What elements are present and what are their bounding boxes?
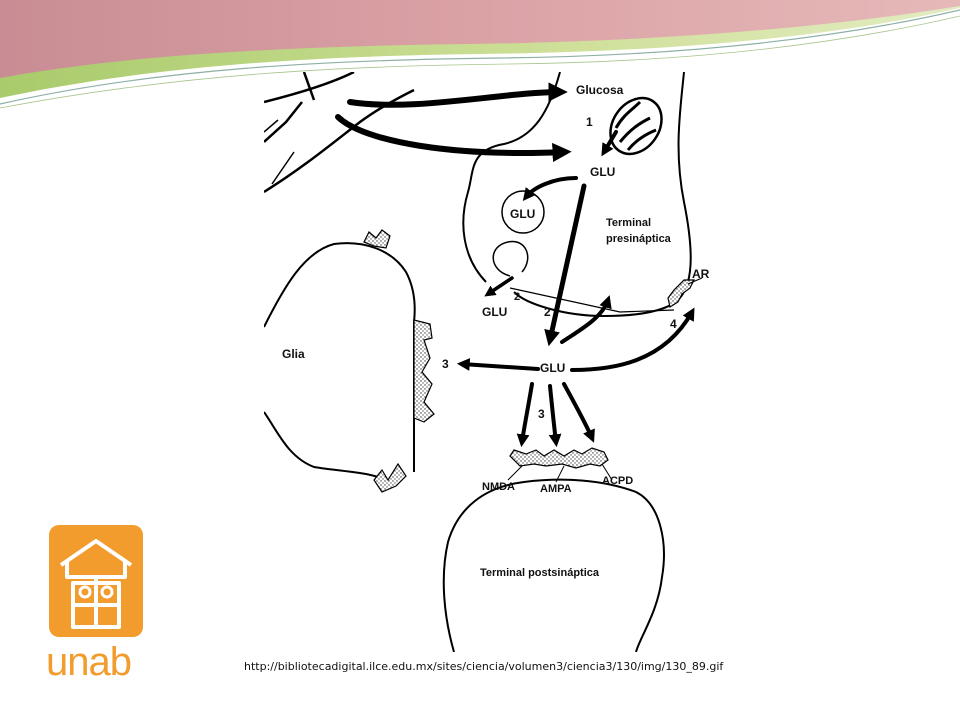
label-glia: Glia (282, 347, 305, 361)
ar-transporter (667, 279, 695, 308)
label-step-2b: 2 (544, 305, 551, 319)
transport-line (509, 287, 675, 313)
glia-transporters (363, 229, 435, 493)
receptor-leaders (507, 463, 613, 483)
label-glu-cleft: GLU (540, 361, 566, 375)
label-glucosa: Glucosa (576, 83, 624, 97)
label-step-3a: 3 (442, 357, 449, 371)
label-step-2a: 2 (514, 291, 521, 303)
label-terminal-pre-2: presináptica (606, 233, 671, 245)
label-glu-vesicle: GLU (510, 207, 536, 221)
glia-cell (263, 242, 416, 483)
flow-arrows (335, 82, 695, 448)
label-nmda: NMDA (482, 481, 515, 493)
label-glu-synthesized: GLU (590, 165, 616, 179)
label-terminal-pre-1: Terminal (606, 217, 652, 229)
label-step-1: 1 (586, 115, 593, 129)
label-ar: AR (692, 267, 710, 281)
unab-wordmark: unab (46, 640, 132, 684)
label-ampa: AMPA (540, 483, 572, 495)
blood-vessel (263, 70, 415, 194)
header-swoosh (0, 0, 960, 109)
synapse-drawing (263, 70, 703, 653)
synapse-diagram: Glucosa 1 GLU GLU Terminal presináptica … (263, 70, 720, 653)
label-step-4: 4 (670, 317, 677, 331)
postsynaptic-terminal (442, 478, 665, 653)
postsynaptic-receptors (509, 447, 609, 469)
label-acpd: ACPD (602, 475, 634, 487)
source-url: http://bibliotecadigital.ilce.edu.mx/sit… (244, 660, 724, 673)
mitochondrion (609, 96, 663, 156)
label-glu-released: GLU (482, 305, 508, 319)
unab-logo-icon (49, 525, 143, 637)
label-terminal-post: Terminal postsináptica (480, 567, 599, 579)
label-step-3b: 3 (538, 407, 545, 421)
vesicle-fusing (492, 240, 529, 277)
